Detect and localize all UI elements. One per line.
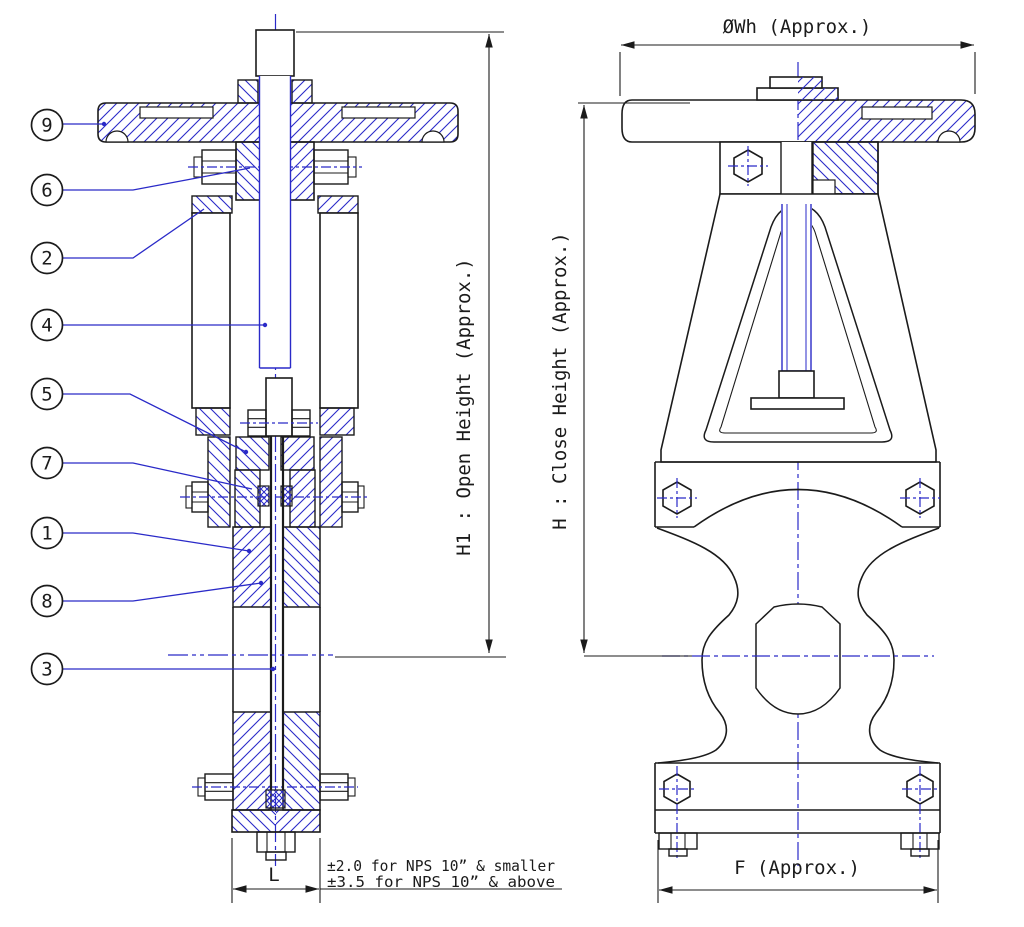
seat-packing: [265, 789, 286, 809]
packing-left: [257, 485, 270, 507]
balloon-5-label: 5: [41, 384, 52, 406]
valve-body-section: [192, 526, 358, 861]
balloon-1-label: 1: [41, 523, 52, 545]
dimensions: H1 : Open Height (Approx.) L ±2.0 for NP…: [231, 16, 976, 903]
dim-face-to-face: L ±2.0 for NPS 10” & smaller ±3.5 for NP…: [231, 838, 562, 903]
balloon-6-label: 6: [41, 180, 52, 202]
body-front: [656, 527, 940, 764]
stem-base-plate: [750, 397, 845, 410]
handwheel-diameter-label: ØWh (Approx.): [723, 16, 872, 38]
close-height-label: H : Close Height (Approx.): [549, 232, 571, 529]
balloon-8: 8: [30, 584, 64, 618]
base-flange: [654, 762, 941, 860]
open-height-label: H1 : Open Height (Approx.): [453, 258, 475, 555]
hub-step-left: [237, 79, 259, 104]
balloon-6: 6: [30, 173, 64, 207]
right-view: [621, 62, 976, 866]
handwheel-notch-left: [105, 130, 129, 143]
balloon-callouts: 9 6 2 4 5 7 1 8: [30, 108, 276, 686]
flange-width-label: F (Approx.): [734, 857, 860, 879]
stem: [255, 29, 295, 369]
balloon-4-label: 4: [41, 315, 52, 337]
balloon-4: 4: [30, 308, 64, 342]
top-flange-band: [654, 461, 941, 528]
balloon-2: 2: [30, 241, 64, 275]
yoke-front: [660, 193, 937, 463]
handwheel-notch-right: [421, 130, 445, 143]
handwheel-slot-right: [341, 106, 416, 119]
hub-step-right: [291, 79, 313, 104]
bonnet-stuffing-box: [180, 407, 370, 528]
left-view-section: [97, 14, 459, 866]
handwheel-notch: [937, 130, 961, 143]
gate-clevis: [240, 377, 318, 437]
gate-knife: [269, 436, 285, 790]
tolerance-note-1: ±2.0 for NPS 10” & smaller: [327, 857, 555, 875]
yoke: [191, 195, 359, 409]
balloon-8-label: 8: [41, 591, 52, 613]
port-opening: [755, 603, 841, 715]
dim-flange-width: F (Approx.): [657, 840, 939, 903]
dim-handwheel-diameter: ØWh (Approx.): [619, 16, 976, 96]
balloon-9-label: 9: [41, 115, 52, 137]
balloon-7-label: 7: [41, 453, 52, 475]
yoke-top-plate: [719, 141, 879, 204]
handwheel-front: [621, 76, 976, 143]
balloon-2-label: 2: [41, 248, 52, 270]
balloon-7: 7: [30, 446, 64, 480]
balloon-1: 1: [30, 516, 64, 550]
stem-boss: [778, 370, 815, 399]
balloon-5: 5: [30, 377, 64, 411]
handwheel-slot-left: [139, 106, 214, 119]
balloon-3: 3: [30, 652, 64, 686]
tolerance-note-2: ±3.5 for NPS 10” & above: [327, 873, 555, 891]
packing-right: [280, 485, 293, 507]
dim-close-height: H : Close Height (Approx.): [549, 102, 692, 657]
balloon-9: 9: [30, 108, 64, 142]
balloon-3-label: 3: [41, 659, 52, 681]
handwheel-slot: [861, 106, 933, 120]
dim-open-height: H1 : Open Height (Approx.): [296, 31, 506, 658]
face-to-face-label: L: [268, 864, 279, 886]
